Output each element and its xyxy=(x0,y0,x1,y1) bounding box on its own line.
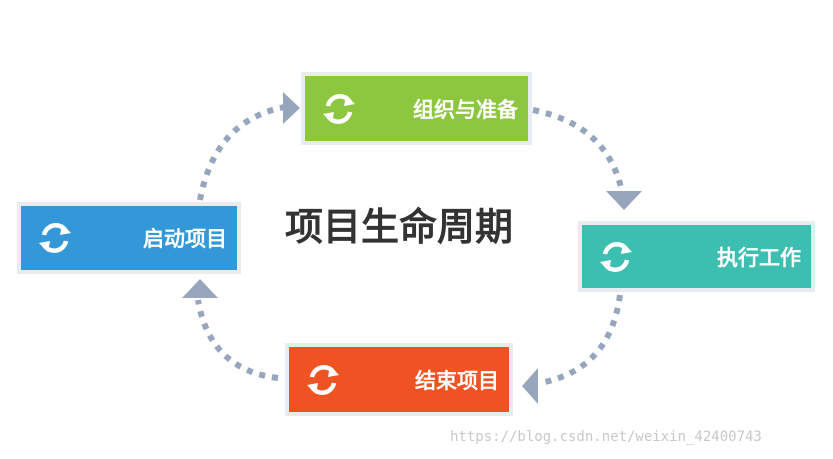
stage-box-execute: 执行工作 xyxy=(578,221,815,292)
stage-label-start: 启动项目 xyxy=(143,227,227,251)
arrow-organize-to-execute xyxy=(532,107,625,193)
stage-box-organize: 组织与准备 xyxy=(301,72,532,145)
cycle-icon xyxy=(319,89,359,129)
arrowhead-organize xyxy=(283,92,300,124)
stage-label-organize: 组织与准备 xyxy=(413,97,518,122)
arrowhead-close xyxy=(522,368,538,404)
watermark: https://blog.csdn.net/weixin_42400743 xyxy=(450,429,762,445)
stage-label-close: 结束项目 xyxy=(415,368,499,393)
stage-box-close: 结束项目 xyxy=(285,343,513,416)
arrowhead-execute xyxy=(606,191,642,210)
cycle-icon xyxy=(303,360,343,400)
diagram-title: 项目生命周期 xyxy=(285,205,514,249)
cycle-icon xyxy=(35,218,75,258)
arrow-start-to-organize xyxy=(197,104,286,201)
stage-label-execute: 执行工作 xyxy=(717,245,801,270)
stage-box-start: 启动项目 xyxy=(17,202,241,274)
arrowhead-start xyxy=(182,279,218,298)
arrow-close-to-start xyxy=(195,299,279,381)
arrow-execute-to-close xyxy=(539,294,623,386)
cycle-icon xyxy=(596,237,636,277)
